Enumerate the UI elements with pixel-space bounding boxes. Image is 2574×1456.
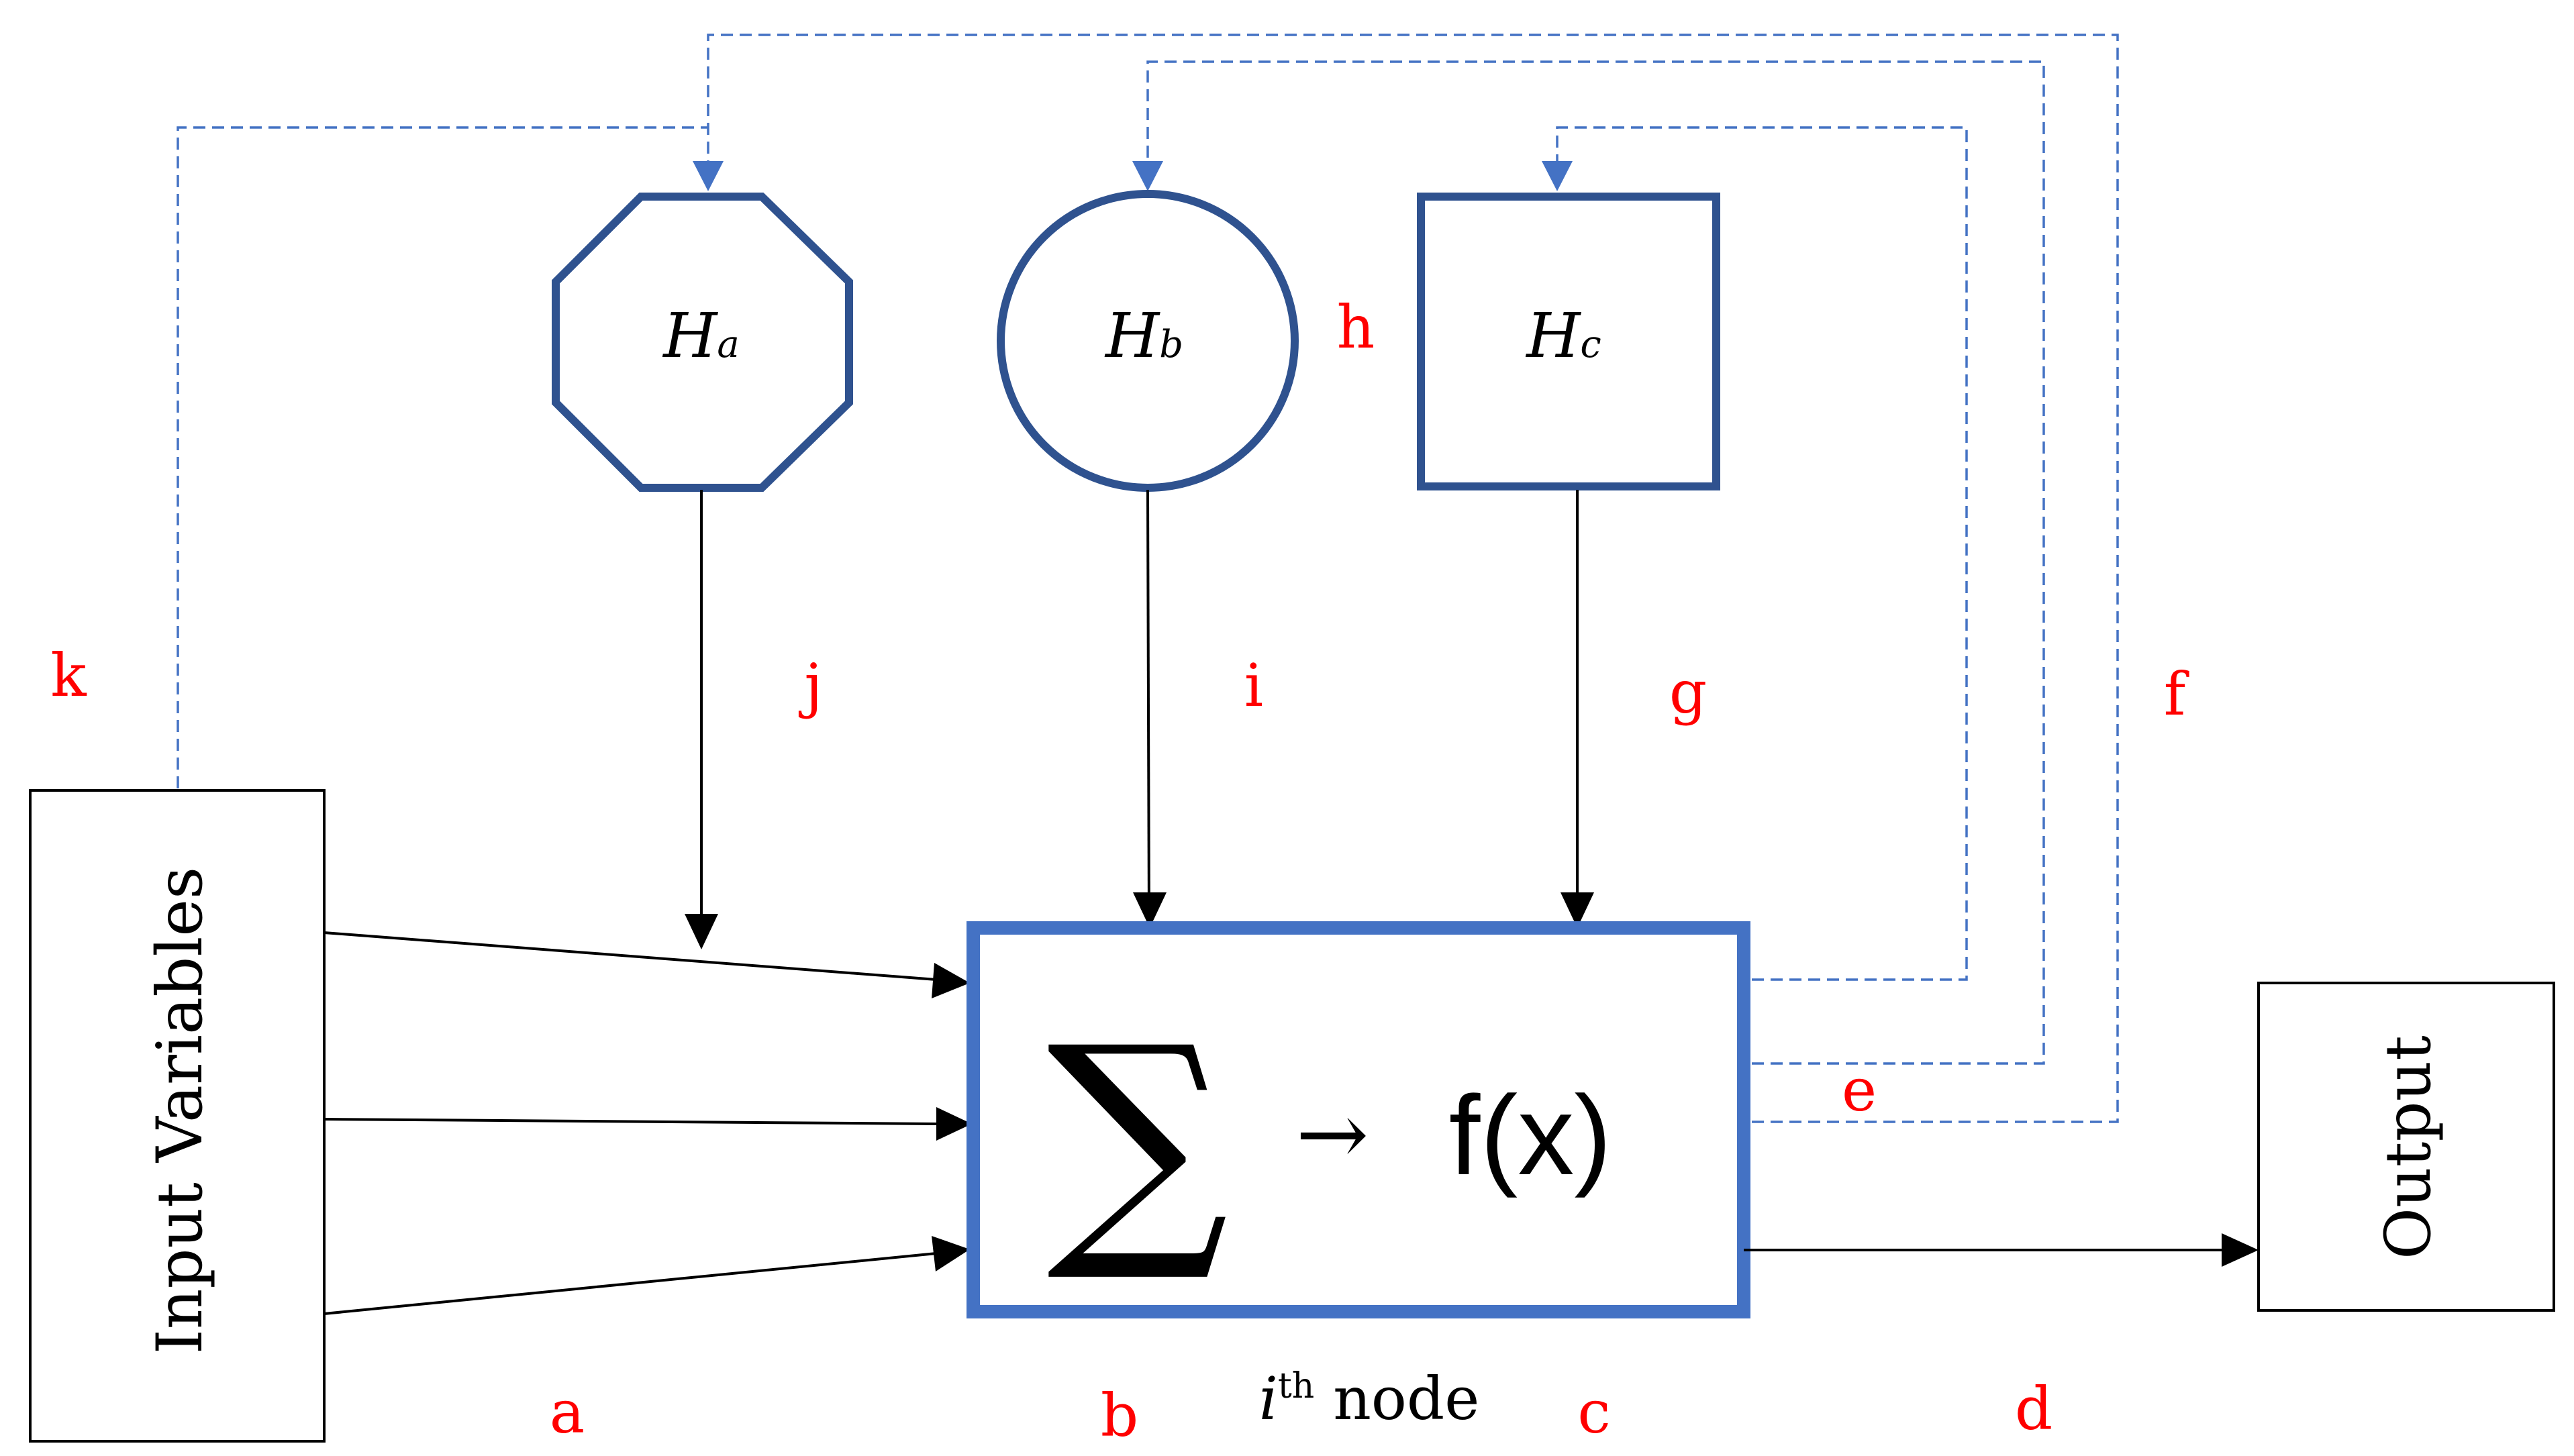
node-sigma: ∑ — [1046, 991, 1228, 1288]
label-i: i — [1244, 651, 1263, 720]
arrowhead-input-top — [932, 963, 970, 998]
arrowhead-output — [2222, 1233, 2259, 1267]
label-k: k — [50, 641, 87, 710]
feedback-line-from-input — [177, 126, 708, 788]
input-edge-middle — [324, 1118, 937, 1125]
label-j: j — [798, 651, 822, 720]
arrowhead-ha-edge — [685, 914, 718, 949]
hidden-node-hb-circle — [997, 190, 1299, 492]
label-c: c — [1577, 1377, 1610, 1447]
input-edge-bottom — [324, 1252, 937, 1315]
hidden-node-ha-octagon — [552, 193, 853, 492]
arrowhead-input-middle — [936, 1107, 972, 1141]
label-a: a — [550, 1377, 585, 1447]
node-function: f(x) — [1449, 1072, 1612, 1198]
feedback-line-to-hb — [1146, 60, 2045, 1065]
arrowhead-into-hb — [1132, 161, 1163, 191]
ith-node-caption: ith node — [1259, 1364, 1480, 1433]
arrowhead-hb-edge — [1133, 892, 1167, 928]
arrowhead-hc-edge — [1561, 892, 1594, 928]
label-g: g — [1669, 658, 1707, 727]
input-edge-top — [324, 931, 937, 981]
input-variables-label: Input Variables — [144, 867, 217, 1354]
arrowhead-into-hc — [1542, 161, 1573, 191]
hidden-node-hb-label: Hb — [1104, 300, 1183, 372]
edge-hb-to-node — [1145, 489, 1152, 925]
label-b: b — [1101, 1381, 1138, 1450]
hidden-node-hc-square — [1417, 193, 1720, 490]
arrowhead-input-bottom — [932, 1236, 970, 1271]
output-label: Output — [2372, 1035, 2445, 1259]
hidden-node-hc-label: Hc — [1525, 300, 1601, 372]
ith-node-box — [967, 921, 1750, 1318]
label-d: d — [2015, 1374, 2052, 1443]
label-e: e — [1842, 1055, 1877, 1125]
hidden-node-ha-label: Ha — [662, 300, 740, 372]
label-f: f — [2164, 660, 2189, 729]
node-arrow: → — [1296, 1083, 1369, 1185]
feedback-line-to-ha — [707, 34, 2119, 1123]
feedback-line-to-hc — [1556, 126, 1968, 981]
arrowhead-into-ha — [693, 161, 724, 191]
label-h: h — [1337, 293, 1375, 362]
input-variables-box — [29, 789, 326, 1443]
output-box — [2257, 982, 2555, 1312]
